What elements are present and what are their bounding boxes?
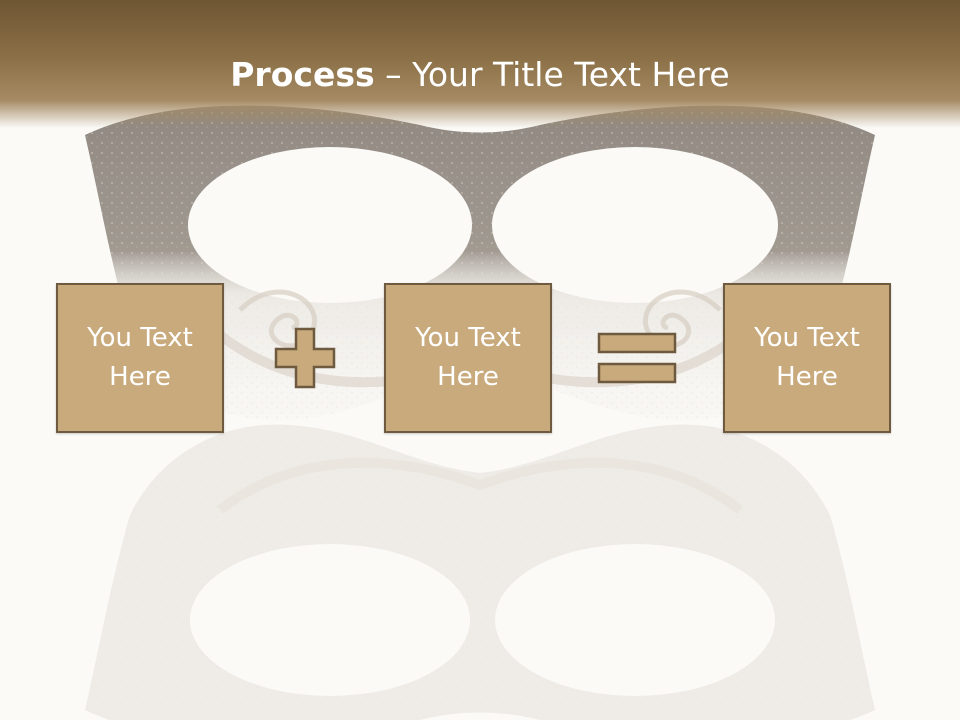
slide-title: Process – Your Title Text Here — [0, 54, 960, 96]
plus-icon — [274, 327, 336, 389]
equals-icon — [597, 332, 677, 384]
process-box-2-label: You Text Here — [415, 323, 521, 392]
left-eye-hole — [188, 147, 472, 303]
process-box-1-label: You Text Here — [87, 323, 193, 392]
process-box-3: You Text Here — [723, 283, 891, 433]
masquerade-mask-background — [85, 105, 875, 720]
mask-reflection-glitter — [85, 424, 875, 720]
process-box-3-label: You Text Here — [754, 323, 860, 392]
right-eye-reflection — [495, 544, 775, 696]
right-eye-hole — [492, 147, 778, 303]
title-bold: Process — [230, 55, 375, 94]
title-bar — [0, 0, 960, 128]
process-box-1: You Text Here — [56, 283, 224, 433]
title-rest: – Your Title Text Here — [374, 55, 730, 94]
process-box-2: You Text Here — [384, 283, 552, 433]
reflection-trim — [216, 457, 744, 514]
left-eye-reflection — [190, 544, 470, 696]
